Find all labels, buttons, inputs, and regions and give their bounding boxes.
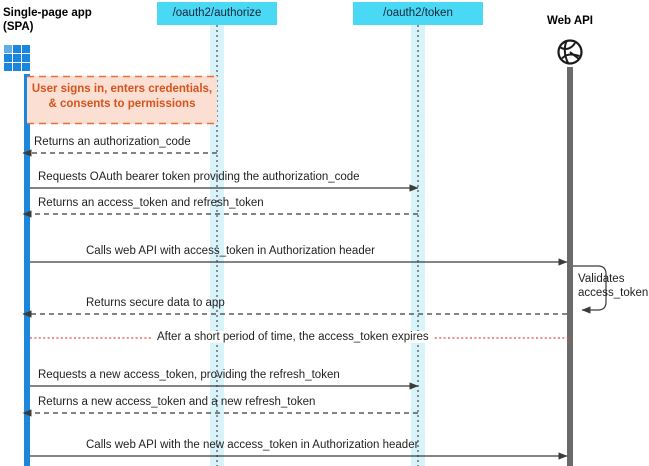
grid-cell [4,63,12,71]
note-text: User signs in, enters credentials, & con… [31,83,213,110]
globe-icon [557,39,583,65]
self-message-validates-access-token [573,265,607,314]
self-message-label-validates-access-token: Validates access_token [578,273,649,299]
message-label-returns-new-tokens: Returns a new access_token and a new ref… [38,396,316,408]
lifeline-spa [24,74,30,466]
note-user-signs-in [27,75,217,125]
separator-label-token-expires: After a short period of time, the access… [152,331,434,343]
message-label-calls-web-api-new-token: Calls web API with the new access_token … [86,439,419,451]
participant-label-webapi: Web API [546,15,593,27]
grid-app-icon [4,45,30,71]
lifeline-authorize [210,25,224,466]
message-label-requests-bearer-token: Requests OAuth bearer token providing th… [38,171,360,183]
grid-cell [4,54,12,62]
lifeline-token [411,25,425,466]
participant-label-spa: Single-page app (SPA) [3,7,92,33]
message-label-returns-access-refresh-token: Returns an access_token and refresh_toke… [38,197,264,209]
grid-cell [22,54,30,62]
grid-cell [13,63,21,71]
grid-cell [13,54,21,62]
lifeline-webapi [567,67,573,466]
grid-cell [22,63,30,71]
grid-cell [13,45,21,53]
grid-cell [22,45,30,53]
message-label-calls-web-api: Calls web API with access_token in Autho… [86,245,375,257]
message-label-requests-new-access-token: Requests a new access_token, providing t… [38,369,340,381]
message-label-returns-authorization-code: Returns an authorization_code [34,136,191,148]
grid-cell [4,45,12,53]
message-label-returns-secure-data: Returns secure data to app [86,297,225,309]
globe-icon-glyph [557,39,583,65]
participant-label-token[interactable]: /oauth2/token [353,2,483,25]
participant-label-authorize[interactable]: /oauth2/authorize [157,2,277,25]
